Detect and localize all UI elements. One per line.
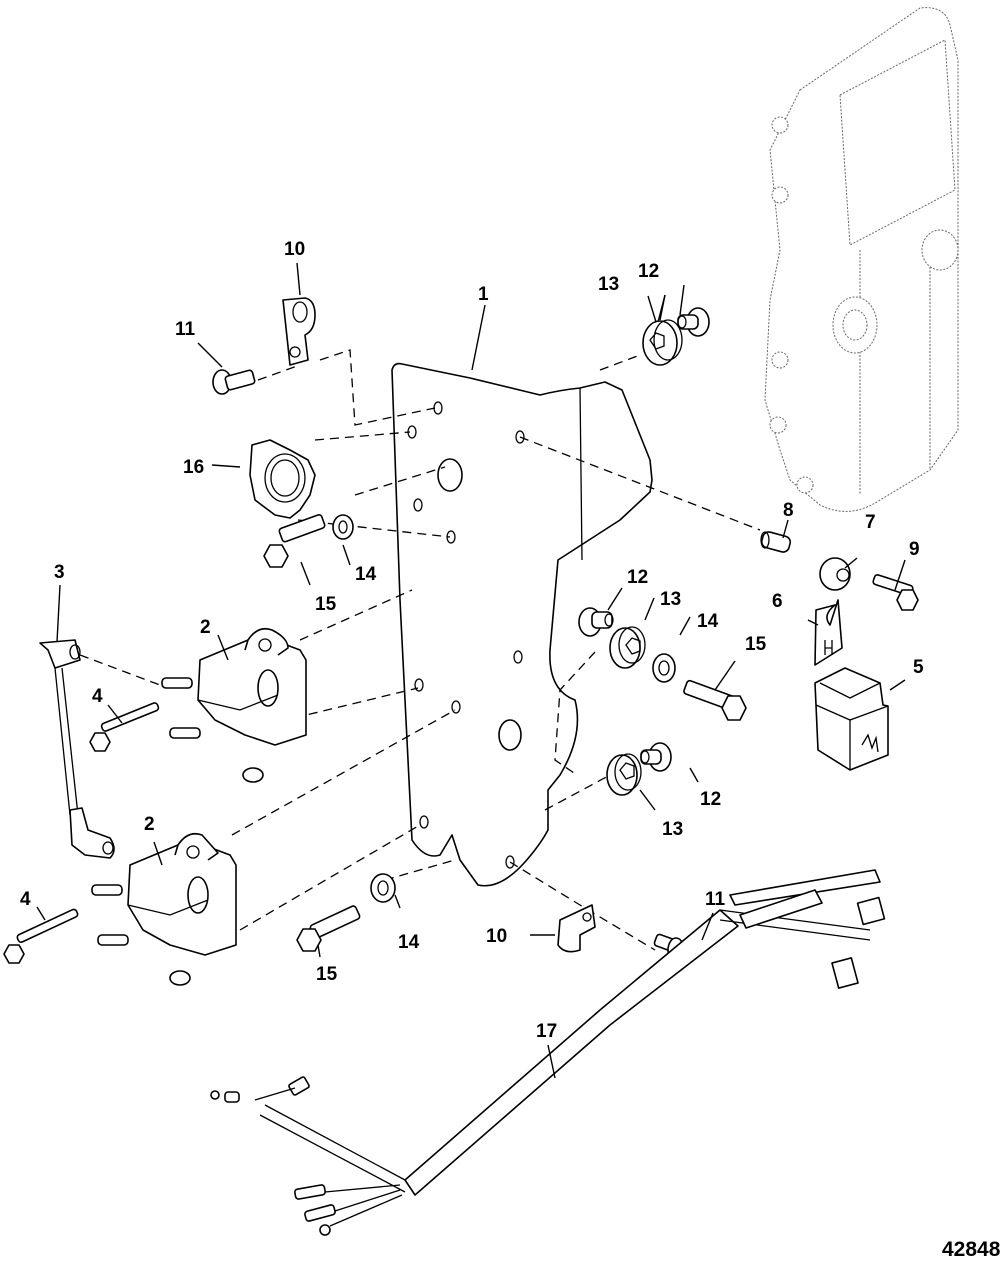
ignition-coil-upper[interactable] — [161, 627, 307, 783]
spark-plug-lead[interactable] — [39, 639, 115, 859]
callout-4a: 4 — [92, 686, 103, 707]
callout-17: 17 — [536, 1021, 557, 1042]
callout-3: 3 — [54, 562, 65, 583]
assembly-lines — [79, 349, 761, 951]
grommet-middle[interactable] — [609, 626, 646, 669]
callout-6: 6 — [772, 591, 783, 612]
callout-14b: 14 — [697, 611, 719, 632]
callout-13a: 13 — [598, 274, 619, 295]
callout-13c: 13 — [662, 819, 683, 840]
nut-grommet[interactable] — [819, 557, 851, 591]
leader-lines — [36, 262, 906, 1079]
callout-14c: 14 — [398, 932, 420, 953]
bolt-lower[interactable] — [296, 905, 361, 952]
bolt-middle[interactable] — [683, 679, 747, 721]
washer-middle[interactable] — [652, 653, 676, 683]
callout-15a: 15 — [315, 594, 337, 615]
coil-bolt-lower[interactable] — [3, 908, 79, 964]
relay-clip[interactable] — [814, 599, 843, 666]
callout-7: 7 — [865, 512, 876, 533]
callout-4b: 4 — [20, 889, 31, 910]
callout-12c: 12 — [700, 789, 721, 810]
callout-16: 16 — [183, 457, 204, 478]
grommet-upper[interactable] — [642, 319, 683, 366]
grommet-lower[interactable] — [606, 753, 642, 796]
ignition-coil-lower[interactable] — [91, 832, 237, 986]
washer-upper[interactable] — [332, 514, 354, 540]
callout-5: 5 — [913, 657, 924, 678]
bushing-lower[interactable] — [640, 742, 672, 772]
callout-15b: 15 — [745, 634, 767, 655]
relay[interactable] — [814, 667, 889, 771]
callout-11b: 11 — [705, 889, 726, 910]
callout-9: 9 — [909, 539, 920, 560]
coil-bolt-upper[interactable] — [89, 702, 160, 752]
clamp-upper[interactable] — [282, 297, 316, 366]
washer-lower[interactable] — [370, 873, 396, 903]
engine-housing-ghost — [764, 7, 959, 512]
callout-13b: 13 — [660, 589, 681, 610]
clamp-lower[interactable] — [557, 904, 596, 953]
bolt-upper[interactable] — [263, 513, 326, 568]
callout-10a: 10 — [284, 239, 305, 260]
callout-12a: 12 — [638, 261, 659, 282]
callout-15c: 15 — [316, 964, 338, 985]
screw-upper[interactable] — [212, 369, 256, 395]
callout-14a: 14 — [355, 564, 377, 585]
callout-11a: 11 — [175, 319, 196, 340]
callout-10b: 10 — [486, 926, 507, 947]
callout-8: 8 — [783, 500, 794, 521]
screw-right[interactable] — [872, 574, 919, 611]
callout-12b: 12 — [627, 567, 648, 588]
sleeve[interactable] — [760, 531, 792, 554]
callout-2a: 2 — [200, 617, 211, 638]
callout-1: 1 — [478, 284, 489, 305]
bushing-upper[interactable] — [677, 307, 710, 337]
mounting-plate[interactable] — [391, 362, 653, 887]
sensor[interactable] — [249, 439, 316, 519]
callout-labels: 1 2 2 3 4 4 5 6 7 8 9 10 10 11 11 12 12 … — [20, 239, 1000, 1261]
wiring-harness[interactable] — [210, 869, 886, 1236]
reference-number: 42848 — [942, 1238, 1000, 1261]
callout-2b: 2 — [144, 814, 155, 835]
bushing-middle[interactable] — [578, 607, 614, 637]
